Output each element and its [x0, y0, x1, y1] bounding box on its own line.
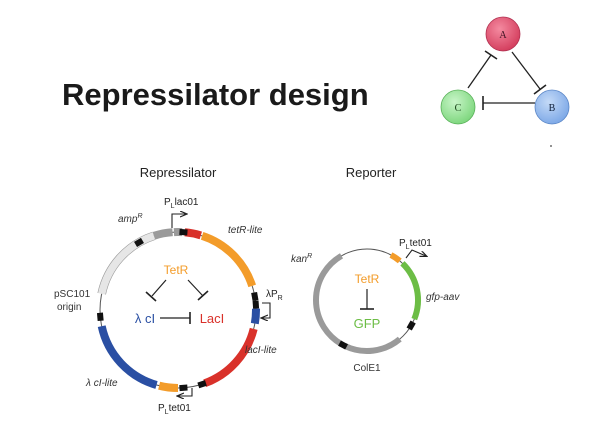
repressilator-plasmid: [96, 228, 260, 392]
repressilator-terminator-0: [134, 237, 144, 248]
reporter-inner-tetr-label: TetR: [355, 272, 380, 286]
amp-label: ampR: [118, 213, 143, 225]
repressilator-network: A B C: [440, 16, 570, 125]
tetr-repress-lacl-line: [187, 279, 204, 297]
tetr-repress-cl-bar: [145, 291, 157, 302]
psc101-label-line1: pSC101: [54, 289, 91, 300]
reporter-ptet-label: PLtet01: [399, 238, 432, 251]
psc101-origin-segment: [97, 232, 156, 295]
reporter-plasmid: [313, 248, 421, 354]
lacl-lite-segment: [203, 327, 258, 388]
inner-lacl-label: LacI: [200, 311, 225, 326]
tetr-repress-lacl-bar: [197, 290, 209, 301]
repressilator-terminator-6: [96, 312, 104, 322]
lambda-pr-label: λPR: [266, 289, 283, 302]
cole1-label: ColE1: [353, 363, 381, 374]
tetr-lite-segment: [200, 232, 256, 288]
ptet-promoter-label: PLtet01: [158, 403, 191, 416]
page-title: Repressilator design: [62, 77, 369, 112]
plac-promoter-arrow: [171, 214, 186, 228]
kan-label: kanR: [291, 253, 312, 265]
lambda-pr-arrow: [262, 302, 271, 318]
reporter-ptet-segment: [389, 252, 402, 264]
edge-a-to-b-bar: [533, 84, 547, 95]
kan-segment: [313, 253, 344, 347]
repressilator-terminator-2: [251, 291, 259, 301]
ptet-orange-segment: [158, 381, 179, 392]
tetr-lite-label: tetR-lite: [228, 225, 263, 236]
repressilator-heading: Repressilator: [140, 165, 217, 180]
lambda-pr-segment: [250, 308, 260, 325]
node-a-label: A: [499, 30, 507, 41]
plac-promoter-label: PLlac01: [164, 197, 199, 210]
edge-c-to-a-bar: [484, 50, 498, 60]
cole1-segment: [343, 336, 402, 354]
lacl-lite-label: lacI-lite: [245, 345, 277, 356]
reporter-terminator-1: [338, 340, 348, 350]
psc101-label-line2: origin: [57, 302, 81, 313]
lambda-cl-lite-segment: [97, 325, 158, 389]
reporter-heading: Reporter: [346, 165, 397, 180]
psc101-origin-segment-outline-1: [105, 239, 156, 295]
node-a: [485, 16, 521, 52]
reporter-inner-gfp-label: GFP: [354, 316, 381, 331]
amp-segment: [152, 228, 173, 240]
repressilator-terminator-3: [252, 300, 260, 309]
gfp-aav-label: gfp-aav: [426, 292, 460, 303]
repressilator-terminator-1: [179, 228, 188, 236]
repressilator-terminator-4: [197, 380, 207, 389]
edge-c-to-a: [467, 54, 492, 89]
node-b: [534, 89, 570, 125]
reporter-terminator-0: [406, 320, 416, 331]
psc101-origin-segment-outline-0: [97, 231, 153, 294]
repressilator-terminator-5: [179, 384, 188, 392]
inner-lambda-cl-label: λ cI: [135, 311, 155, 326]
ptet-promoter-arrow: [178, 388, 193, 396]
node-c: [440, 89, 476, 125]
node-c-label: C: [455, 103, 462, 114]
tetr-repress-cl-line: [151, 279, 167, 297]
inner-tetr-label: TetR: [164, 263, 189, 277]
reporter-ptet-arrow: [405, 249, 426, 259]
edge-a-to-b: [511, 51, 541, 90]
decorative-dot: [550, 145, 552, 147]
gfp-aav-segment: [400, 261, 421, 321]
node-b-label: B: [549, 103, 556, 114]
lambda-cl-lite-label: λ cI-lite: [85, 378, 118, 389]
